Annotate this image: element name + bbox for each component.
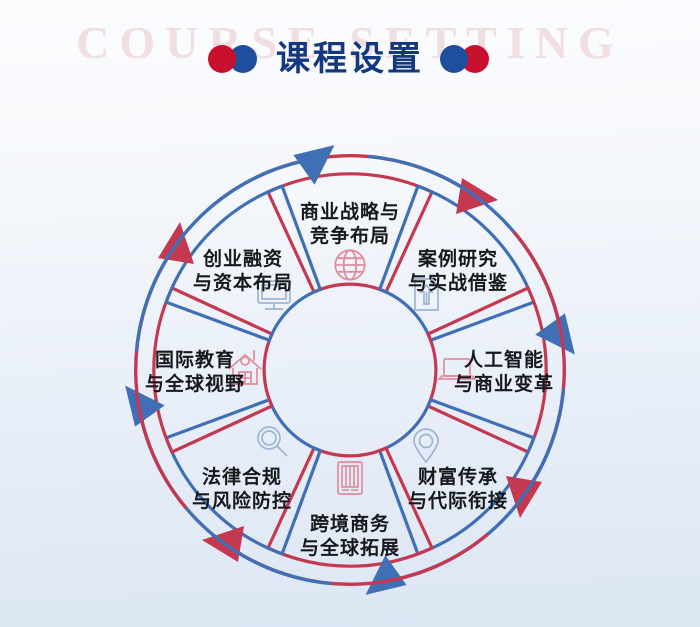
label-line-1: 法律合规 [202,465,282,488]
label-startup-finance: 创业融资 与资本布局 [193,247,293,294]
label-ai-business: 人工智能 与商业变革 [454,348,554,395]
label-line-1: 案例研究 [417,247,498,270]
arrow-arc-8 [134,145,335,352]
label-line-1: 财富传承 [418,465,498,488]
dot-blue-right-icon [440,45,468,73]
book-icon [337,461,363,495]
page-title: 课程设置 [276,39,424,79]
label-cross-border: 跨境商务 与全球拓展 [300,512,400,559]
laptop-icon [436,358,478,380]
segment-wealth-succession[interactable] [347,367,547,567]
ghost-title-course-setting: COURSE SETTING [76,17,624,68]
label-line-2: 与风险防控 [192,489,292,512]
label-line-2: 与实战借鉴 [408,271,508,294]
label-line-2: 竞争布局 [310,224,390,247]
label-line-2: 与代际衔接 [408,490,508,512]
label-line-1: 创业融资 [202,247,283,270]
label-global-education: 国际教育 与全球视野 [145,348,245,395]
house-icon [228,350,262,385]
segment-legal-compliance[interactable] [153,367,353,567]
segment-global-education[interactable] [152,286,274,454]
label-case-study: 案例研究 与实战借鉴 [408,247,508,294]
header: COURSE SETTING 课程设置 [0,0,700,100]
monitor-icon [257,280,291,310]
segment-business-strategy[interactable] [266,172,434,294]
label-line-2: 与商业变革 [454,372,554,395]
segment-cross-border[interactable] [266,446,434,568]
label-line-2: 与全球视野 [145,372,245,395]
title-dots-left [208,45,260,73]
title-dots-right [440,45,492,73]
location-pin-icon [413,428,439,464]
label-line-2: 与全球拓展 [300,536,400,559]
globe-icon [334,249,366,281]
label-legal-compliance: 法律合规 与风险防控 [192,465,292,512]
dot-red-left-icon [208,45,236,73]
label-line-1: 国际教育 [155,348,235,371]
arrow-arc-2 [368,154,575,355]
label-business-strategy: 商业战略与 竞争布局 [300,200,400,247]
label-line-1: 人工智能 [464,348,544,371]
segment-ai-business[interactable] [426,286,548,454]
label-wealth-succession: 财富传承 与代际衔接 [408,465,508,512]
label-line-1: 跨境商务 [310,512,390,535]
segment-case-study[interactable] [347,173,547,373]
course-wheel-diagram: 商业战略与 竞争布局 案例研究 与实战借鉴 人工智能 与商业变革 财富传承 与代… [0,100,700,627]
segment-startup-finance[interactable] [153,173,353,373]
upload-document-icon [414,278,439,311]
magnifier-icon [257,426,288,457]
label-line-1: 商业战略与 [300,200,400,223]
title-row: 课程设置 [0,36,700,82]
label-line-2: 与资本布局 [193,271,293,294]
